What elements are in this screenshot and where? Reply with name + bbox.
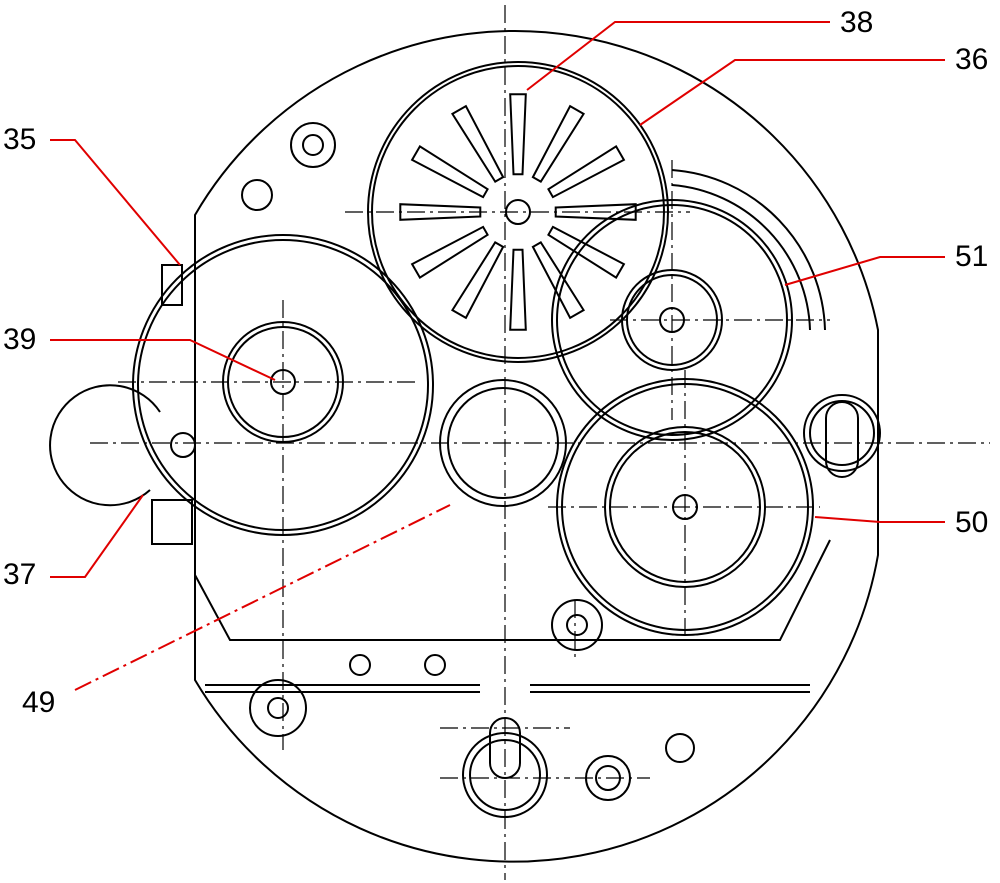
gear-spoke-slot xyxy=(410,225,489,280)
callout-50: 50 xyxy=(955,506,989,539)
side-tab-bottom xyxy=(151,499,193,545)
callout-37: 37 xyxy=(3,558,37,591)
gear-spoke-slot xyxy=(399,203,482,221)
leader-lines xyxy=(50,21,945,691)
side-tab-top xyxy=(161,264,183,306)
leader-38 xyxy=(526,21,830,91)
gear-spoke-slot xyxy=(509,93,527,176)
callout-36: 36 xyxy=(955,43,989,76)
outline-layer xyxy=(49,29,881,863)
gear-spoke-slot xyxy=(531,241,586,320)
leader-37 xyxy=(50,494,144,578)
callout-51: 51 xyxy=(955,240,989,273)
callout-35: 35 xyxy=(3,123,37,156)
gear-spoke-slot xyxy=(450,241,505,320)
gear-37 xyxy=(49,384,196,507)
gear-spoke-slot xyxy=(509,248,527,331)
gear-38-spokes xyxy=(399,93,637,331)
leader-35 xyxy=(50,139,181,266)
leader-36 xyxy=(639,59,945,126)
leader-50 xyxy=(814,516,945,523)
gear-spoke-slot xyxy=(410,144,489,199)
callout-39: 39 xyxy=(3,323,37,356)
gear-spoke-slot xyxy=(547,225,626,280)
gear-spoke-slot xyxy=(554,203,637,221)
leader-49 xyxy=(74,504,451,691)
center-lines xyxy=(90,5,990,880)
callout-49: 49 xyxy=(22,686,56,719)
gear-spoke-slot xyxy=(531,104,586,183)
leader-51 xyxy=(784,256,945,286)
gear-spoke-slot xyxy=(450,104,505,183)
gear-51 xyxy=(551,169,826,441)
housing-outline xyxy=(194,29,879,863)
callout-38: 38 xyxy=(840,6,874,39)
leader-39 xyxy=(50,339,276,381)
gear-spoke-slot xyxy=(547,144,626,199)
